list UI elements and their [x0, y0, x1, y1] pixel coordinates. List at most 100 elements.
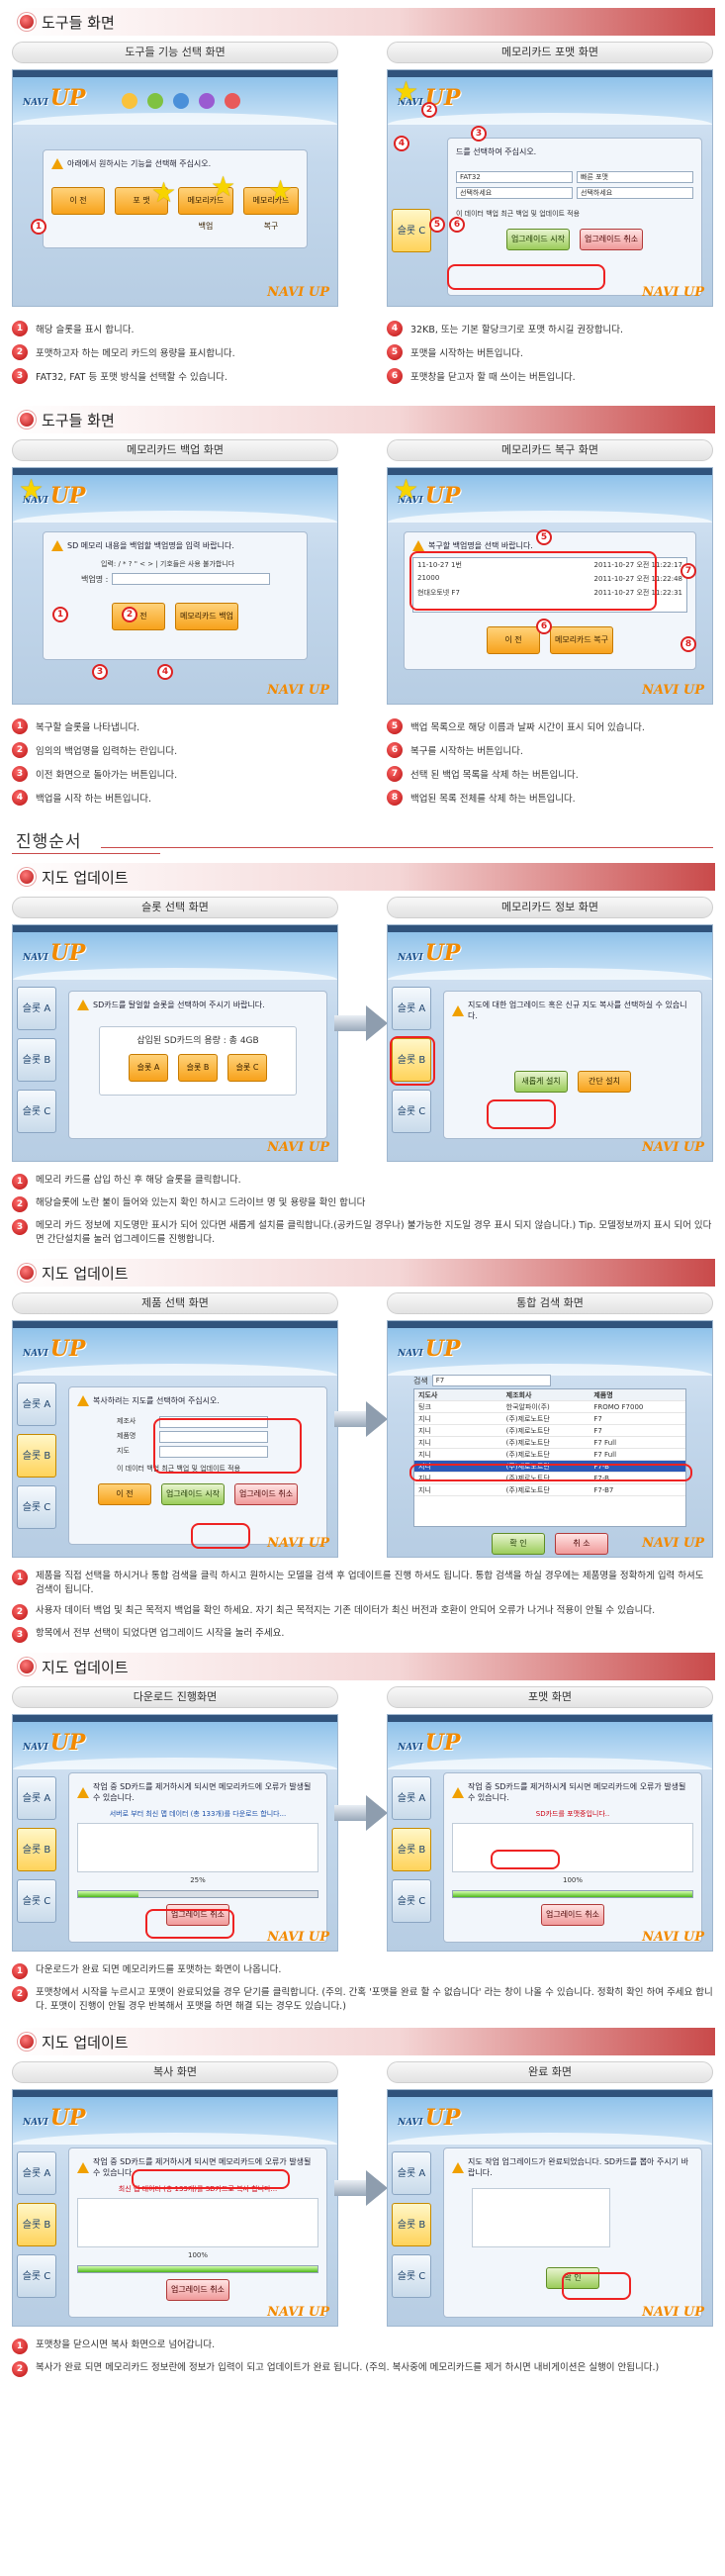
header-wave [388, 511, 712, 523]
slot-list: 슬롯 A 슬롯 B 슬롯 C [392, 1776, 431, 1931]
slot-b[interactable]: 슬롯 B [17, 2203, 56, 2246]
prev-button[interactable]: 이 전 [111, 603, 165, 630]
restore-button[interactable]: 메모리카드 복구 [549, 626, 614, 654]
slot-buttons: 슬롯 A 슬롯 B 슬롯 C [100, 1054, 296, 1082]
slot-a[interactable]: 슬롯 A [17, 1776, 56, 1820]
upgrade-cancel-button[interactable]: 업그레이드 취소 [234, 1483, 299, 1505]
product-select[interactable] [159, 1431, 268, 1443]
confirm-button[interactable]: 확 인 [492, 1533, 545, 1555]
slot-c[interactable]: 슬롯 C [392, 2254, 431, 2298]
slot-c[interactable]: 슬롯 C [17, 1090, 56, 1133]
slot-b[interactable]: 슬롯 B [17, 1434, 56, 1478]
slot-b[interactable]: 슬롯 B [17, 1038, 56, 1082]
slot-c[interactable]: 슬롯 C [392, 1090, 431, 1133]
upgrade-cancel-button[interactable]: 업그레이드 취소 [540, 1904, 605, 1926]
slot-b[interactable]: 슬롯 B [392, 1038, 431, 1082]
home-icon[interactable] [122, 93, 137, 109]
prev-button[interactable]: 이 전 [51, 187, 105, 215]
panel-caption: 메모리카드 백업 화면 [12, 439, 338, 461]
slot-b[interactable]: 슬롯 B [17, 1828, 56, 1871]
map-select[interactable] [159, 1446, 268, 1458]
next-arrow-icon [334, 1005, 390, 1041]
slot-a[interactable]: 슬롯 A [17, 987, 56, 1030]
complete-dialog: 지도 작업 업그레이드가 완료되었습니다. SD카드를 뽑아 주시기 바랍니다.… [443, 2147, 702, 2318]
cancel-button[interactable]: 취 소 [555, 1533, 608, 1555]
download-percent: 25% [190, 1876, 206, 1884]
app-logo: NAVIUP [23, 483, 86, 509]
backup-button[interactable]: 메모리카드 백업 [178, 187, 233, 231]
format-button[interactable]: 포 맷 [115, 187, 168, 215]
slot-c[interactable]: 슬롯 C [392, 1879, 431, 1923]
slot-c[interactable]: 슬롯 C [17, 2254, 56, 2298]
slot-b[interactable]: 슬롯 B [392, 1828, 431, 1871]
panel-complete: 완료 화면 NAVIUP 슬롯 A 슬롯 B 슬롯 C 지도 작업 업그레이드가… [387, 2061, 713, 2327]
slot-c-button[interactable]: 슬롯 C [227, 1054, 267, 1082]
slot-a[interactable]: 슬롯 A [17, 1383, 56, 1426]
section-header-update-3: 지도 업데이트 [10, 1653, 715, 1680]
upgrade-start-button[interactable]: 업그레이드 시작 [160, 1483, 225, 1505]
option-select[interactable]: 선택하세요 [577, 187, 693, 199]
restore-button[interactable]: 메모리카드 복구 [243, 187, 299, 231]
quick-format-select[interactable]: 빠른 포맷 [577, 171, 693, 183]
backup-button[interactable]: 메모리카드 백업 [174, 603, 239, 630]
slot-c[interactable]: 슬롯 C [392, 209, 431, 252]
filesystem-select[interactable]: FAT32 [456, 171, 573, 183]
simple-install-button[interactable]: 간단 설치 [578, 1071, 631, 1093]
backup-name-input[interactable] [112, 573, 271, 585]
gear-icon[interactable] [225, 93, 240, 109]
section-header-update-4: 지도 업데이트 [10, 2028, 715, 2055]
brand-logo: NAVI UP [267, 1930, 329, 1945]
upgrade-cancel-button[interactable]: 업그레이드 취소 [580, 229, 644, 250]
format-log [452, 1823, 693, 1872]
slot-a-button[interactable]: 슬롯 A [129, 1054, 168, 1082]
slot-c[interactable]: 슬롯 C [17, 1485, 56, 1529]
slot-b[interactable]: 슬롯 B [392, 2203, 431, 2246]
callout-2: 2 [122, 607, 137, 622]
chart-icon[interactable] [173, 93, 189, 109]
toolbar-icons [122, 93, 240, 109]
slot-a[interactable]: 슬롯 A [392, 1776, 431, 1820]
slot-a[interactable]: 슬롯 A [392, 2151, 431, 2195]
slot-a[interactable]: 슬롯 A [17, 2151, 56, 2195]
slot-c[interactable]: 슬롯 C [17, 1879, 56, 1923]
section-title: 도구들 화면 [42, 13, 115, 32]
search-input[interactable]: F7 [431, 1375, 551, 1386]
callout-1: 1 [52, 607, 68, 622]
option-select[interactable]: 선택하세요 [456, 187, 573, 199]
header-wave [13, 511, 337, 523]
slot-b-button[interactable]: 슬롯 B [178, 1054, 218, 1082]
screenshot-format-screen: NAVIUP 슬롯 A 슬롯 B 슬롯 C 작업 중 SD카드를 제거하시게 되… [387, 1714, 713, 1952]
bullet-icon [20, 870, 34, 884]
app-header: NAVIUP [13, 1328, 337, 1376]
progress-title: 진행순서 [16, 832, 82, 852]
new-install-button[interactable]: 새롭게 설치 [514, 1071, 568, 1093]
slot-a[interactable]: 슬롯 A [392, 987, 431, 1030]
prev-button[interactable]: 이 전 [97, 1483, 151, 1505]
screen-pair-update-1: 슬롯 선택 화면 NAVIUP 슬롯 A 슬롯 B 슬롯 C SD카드를 탈얼할… [0, 897, 725, 1162]
upgrade-start-button[interactable]: 업그레이드 시작 [505, 229, 570, 250]
format-checkbox-label[interactable]: 이 데이터 백업 최근 백업 및 업데이트 적용 [456, 210, 581, 218]
upgrade-cancel-button[interactable]: 업그레이드 취소 [165, 2279, 230, 2301]
highlight-ring [153, 1418, 302, 1474]
dialog-message: SD카드를 탈얼할 슬롯을 선택하여 주시기 바랍니다. [77, 1000, 318, 1010]
dialog-message: 작업 중 SD카드를 제거하시게 되시면 메모리카드에 오류가 발생될 수 있습… [77, 2156, 318, 2178]
prev-button[interactable]: 이 전 [486, 626, 540, 654]
backup-options[interactable]: 이 데이터 백업 최근 백업 및 업데이트 적용 [117, 1465, 241, 1473]
map-icon[interactable] [147, 93, 163, 109]
warning-icon[interactable] [199, 93, 215, 109]
